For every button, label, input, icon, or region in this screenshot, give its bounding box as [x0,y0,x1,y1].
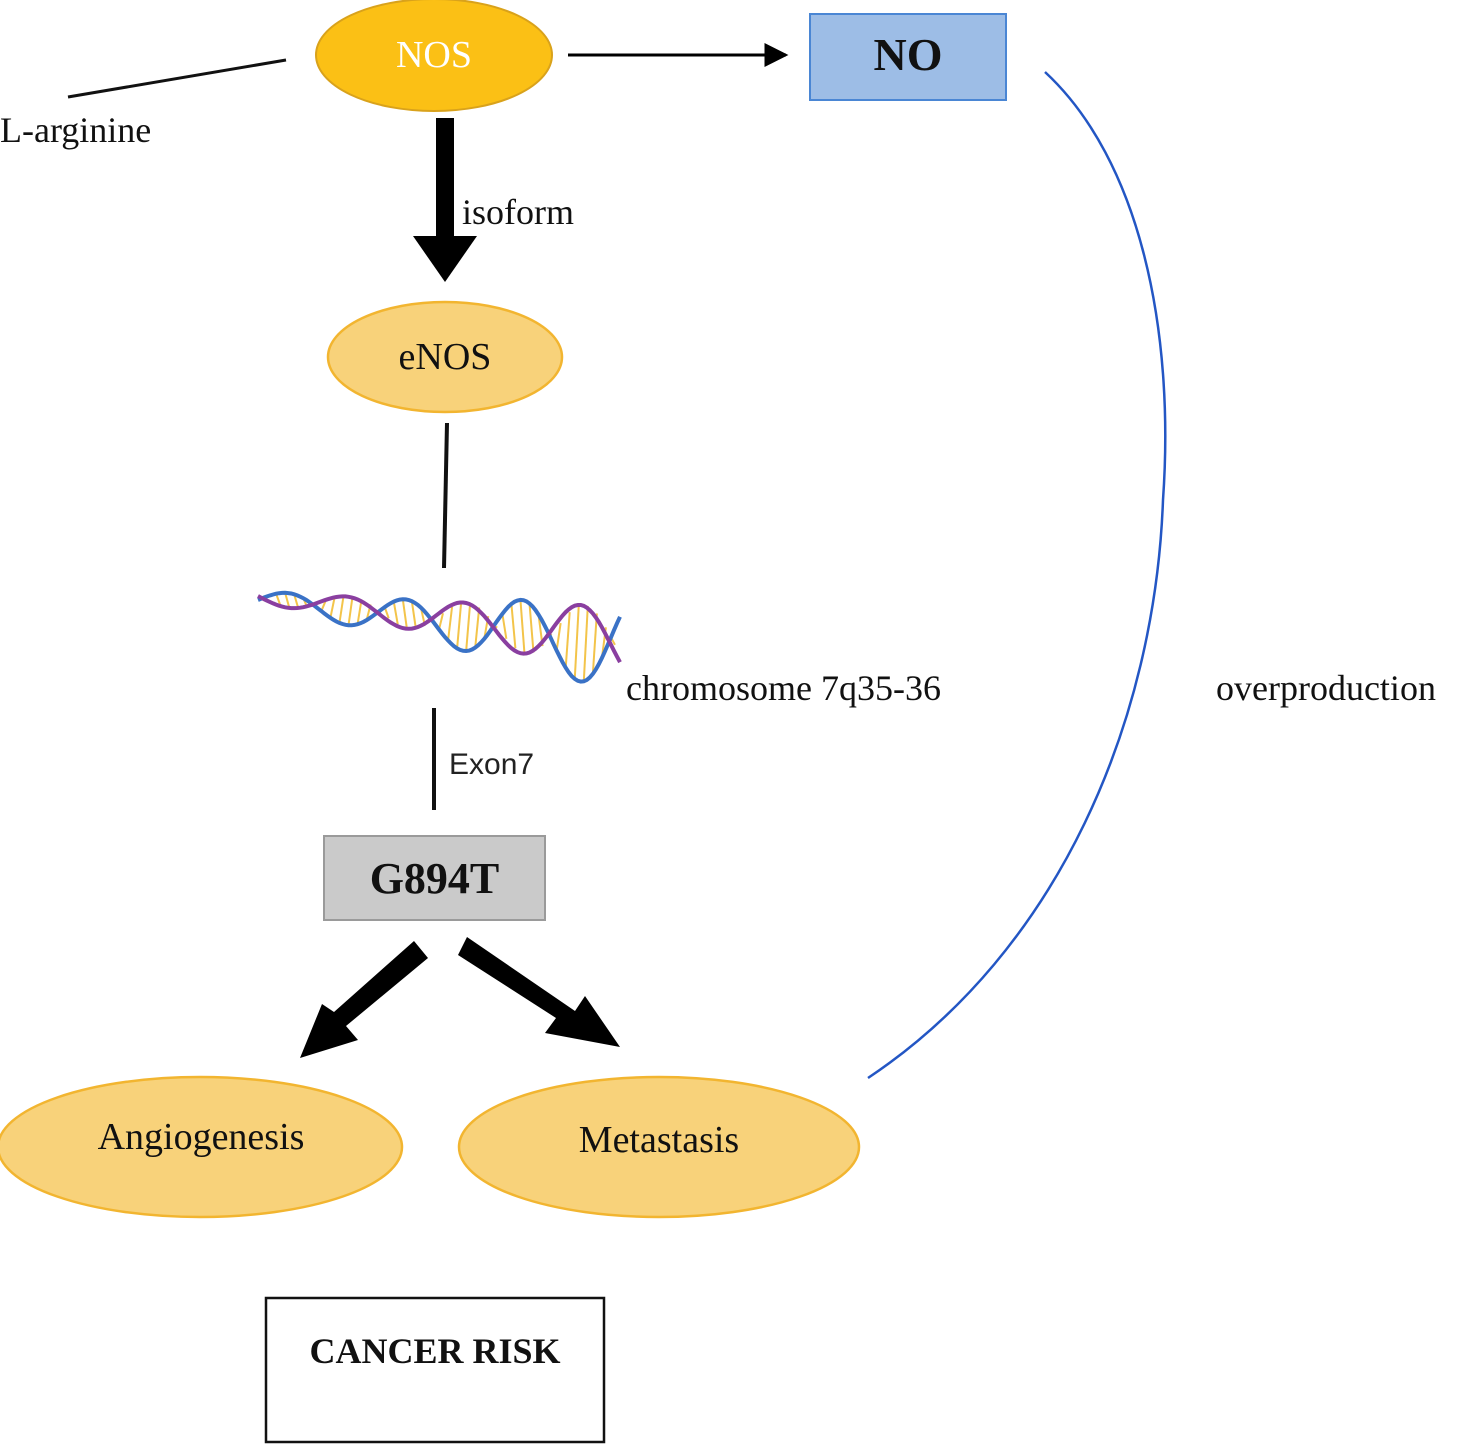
l-arginine-label: L-arginine [0,110,152,150]
dna-rung [447,606,454,641]
dna-rung [356,599,363,625]
overproduction-label: overproduction [1216,668,1436,708]
dna-rung [573,605,580,679]
g894t-label: G894T [369,854,500,903]
dna-rung [465,602,472,652]
dna-rung [438,613,444,630]
no-label: NO [873,29,943,80]
angiogenesis-node [0,1075,404,1219]
metastasis-label: Metastasis [578,1119,740,1161]
dna-rung [456,602,463,649]
dna-rung [582,605,589,682]
metastasis-node [457,1075,861,1219]
cancer-risk-label: CANCER RISK [309,1331,561,1371]
dna-rung [591,613,598,674]
enos-to-dna-line [442,422,449,569]
l-arginine-connector [67,58,287,99]
dna-rung [410,601,417,629]
dna-rung [528,603,535,653]
dna-rung [347,596,354,626]
nos-node [315,0,553,112]
dna-rung [519,599,526,654]
nos-label: NOS [395,34,473,76]
enos-node [326,300,564,414]
angiogenesis-label: Angiogenesis [97,1116,305,1158]
to-metastasis-arrow [458,937,620,1047]
enos-label: eNOS [398,336,492,378]
dna-rung [501,613,508,639]
dna-helix-icon [257,590,622,684]
no-node [809,13,1007,101]
dna-rung [474,607,481,648]
dna-rung [338,596,345,624]
exon-label: Exon7 [449,748,535,781]
chromosome-label: chromosome 7q35-36 [626,668,941,708]
cancer-risk-node [264,1296,606,1444]
dna-rung [392,601,399,625]
dna-rung [329,598,336,619]
isoform-arrow [413,118,477,282]
dna-rung [564,612,571,668]
overproduction-feedback-curve [867,71,1167,1080]
isoform-label: isoform [462,192,574,232]
g894t-node [323,835,546,921]
dna-rung [510,603,517,649]
dna-rung [555,622,562,651]
dna-rung [401,599,408,629]
to-angiogenesis-arrow [300,941,428,1058]
dna-rung [284,592,291,608]
